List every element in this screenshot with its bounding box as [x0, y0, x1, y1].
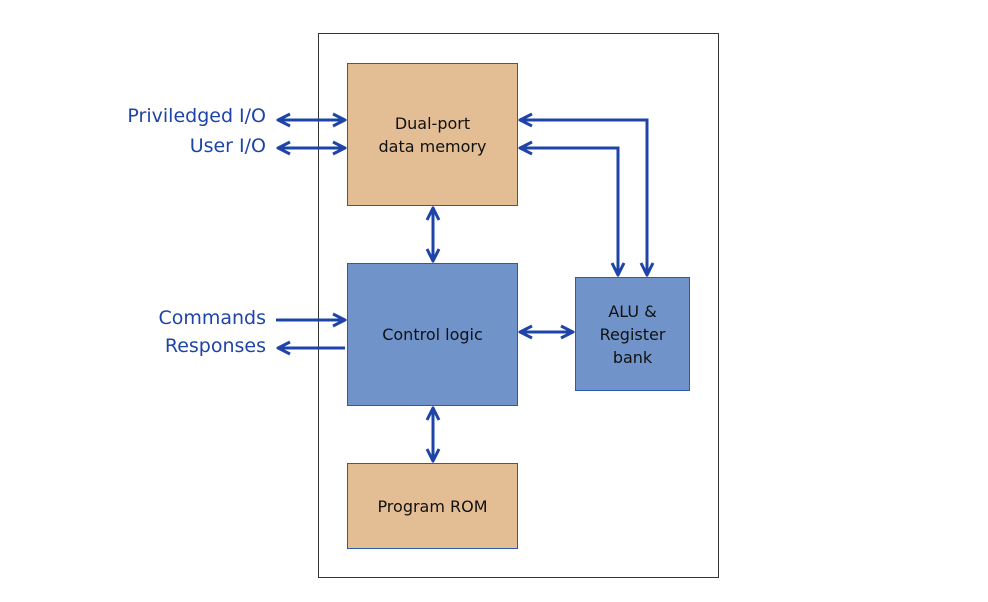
memory-alu-port-a	[520, 120, 647, 275]
alu-label-line1: ALU &	[608, 301, 657, 321]
program-rom-block: Program ROM	[347, 463, 518, 549]
data-memory-label-line2: data memory	[378, 136, 487, 156]
alu-label-line2: Register	[599, 324, 666, 344]
control-logic-block: Control logic	[347, 263, 518, 406]
commands-label: Commands	[158, 307, 266, 329]
memory-alu-port-b	[520, 148, 618, 275]
data-memory-label-line1: Dual-port	[394, 113, 471, 133]
privileged-io-label: Priviledged I/O	[127, 105, 266, 127]
data-memory-block: Dual-port data memory	[347, 63, 518, 206]
user-io-label: User I/O	[189, 135, 266, 157]
alu-label-line3: bank	[612, 347, 653, 367]
alu-register-bank-block: ALU & Register bank	[575, 277, 690, 391]
responses-label: Responses	[164, 335, 266, 357]
processor-boundary	[318, 33, 719, 578]
program-rom-label: Program ROM	[377, 496, 488, 516]
control-logic-label: Control logic	[382, 325, 483, 344]
